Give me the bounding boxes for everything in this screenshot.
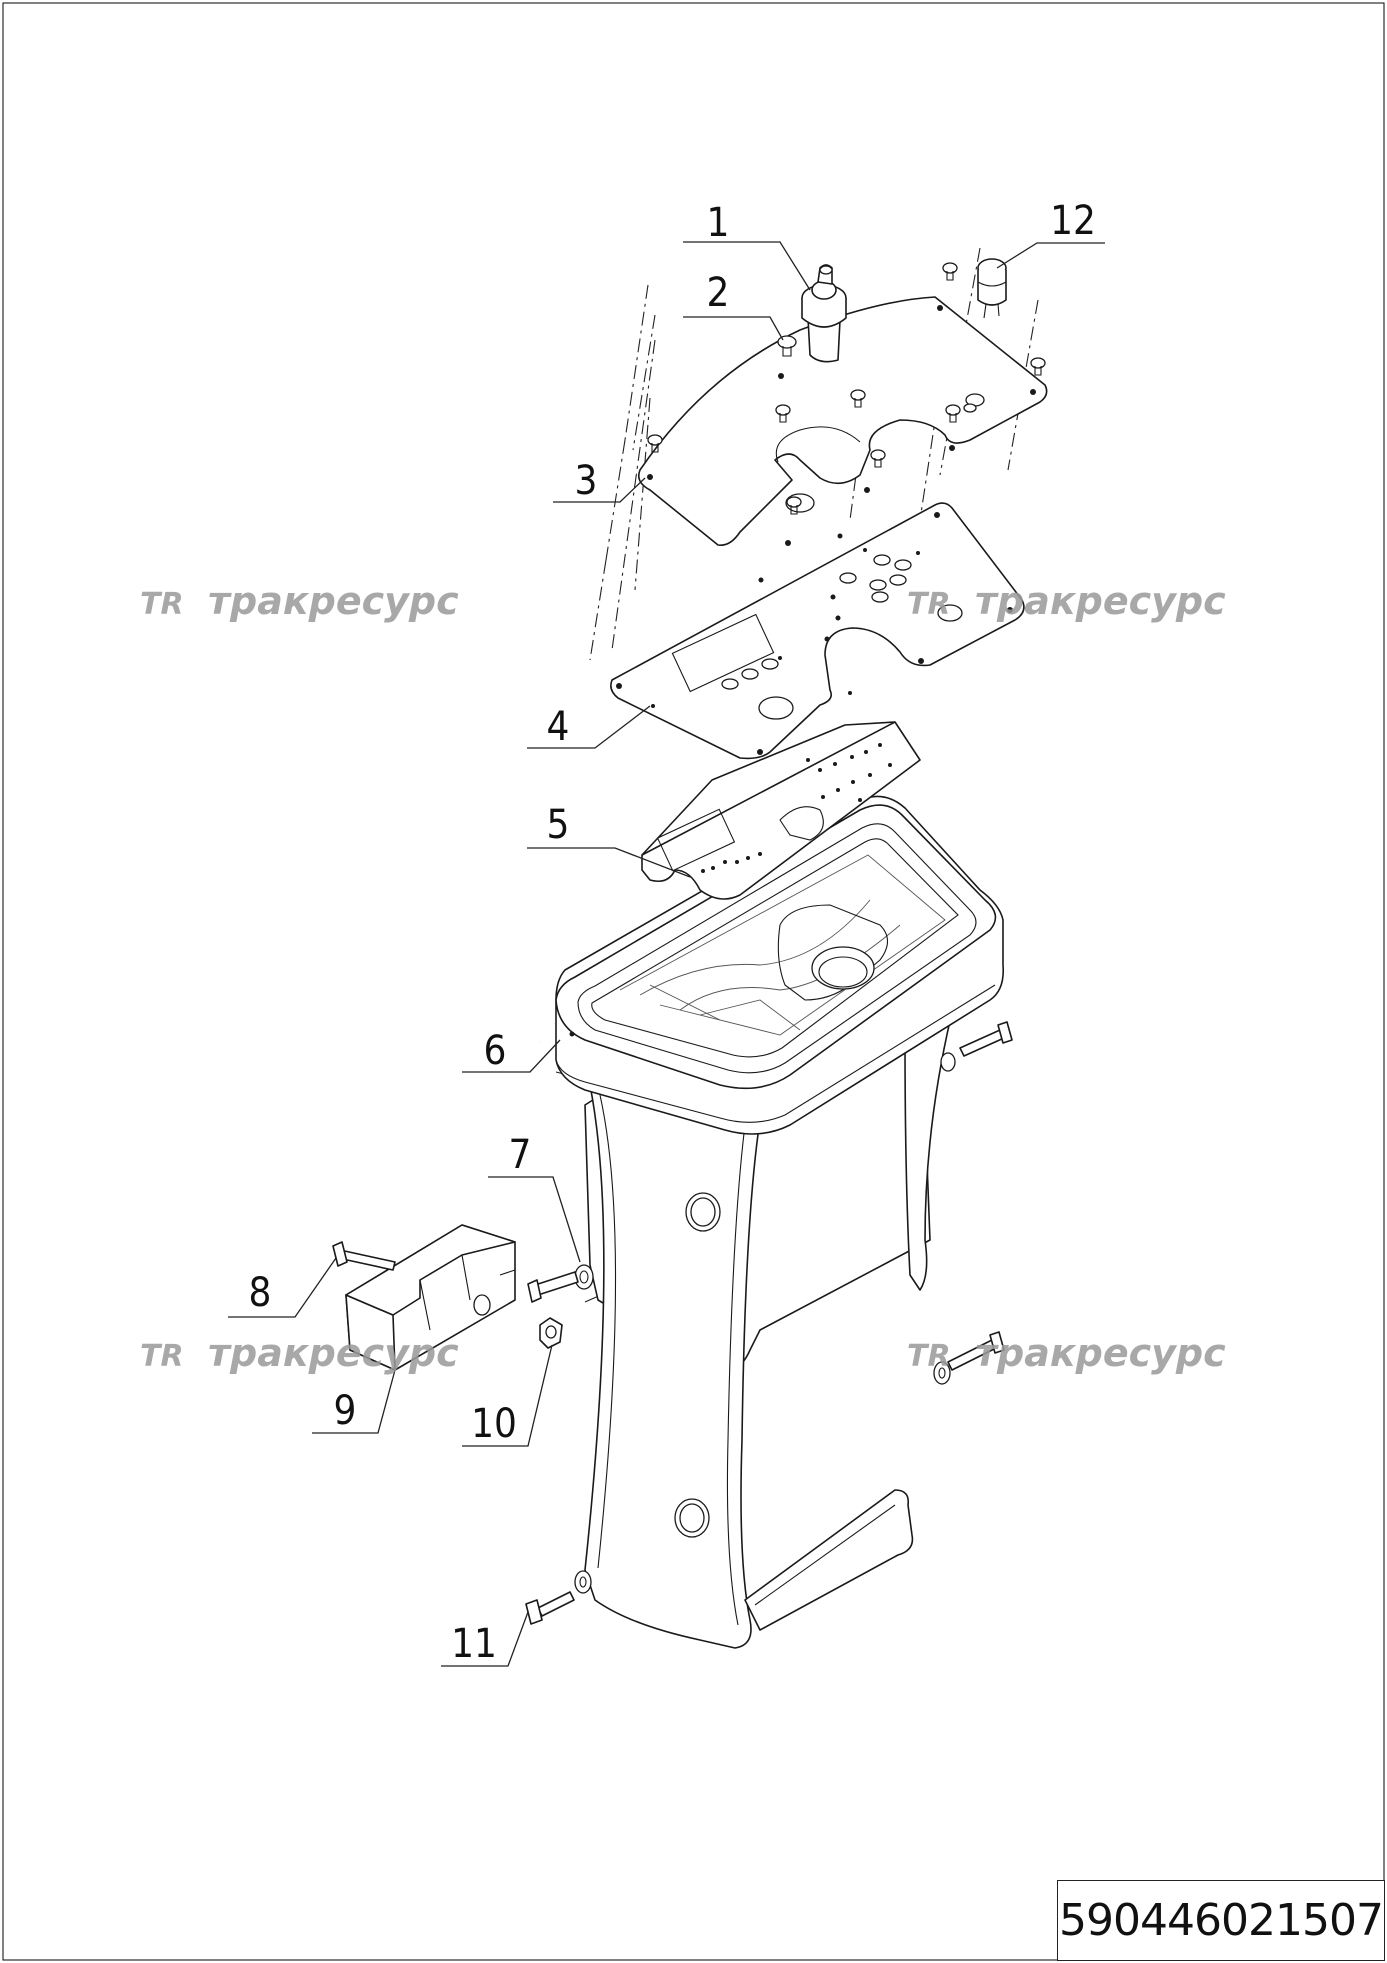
bracket-block	[345, 1224, 516, 1371]
callout-7: 7	[509, 1132, 532, 1178]
svg-text:TR: TR	[907, 587, 951, 622]
gasket-film	[641, 721, 921, 900]
callout-5: 5	[547, 802, 570, 848]
ignition-switch	[801, 264, 847, 363]
upper-plate	[637, 296, 1048, 547]
console-body	[555, 795, 1005, 1649]
svg-text:TR: TR	[140, 587, 184, 622]
callout-10: 10	[471, 1401, 517, 1447]
svg-text:тракресурс: тракресурс	[208, 1331, 459, 1375]
callout-4: 4	[547, 704, 570, 750]
watermark-bottom-left: TR тракресурс	[140, 1331, 459, 1375]
callout-3: 3	[575, 458, 598, 504]
leader-lines	[228, 241, 1105, 1667]
callout-9: 9	[334, 1388, 357, 1434]
svg-text:тракресурс: тракресурс	[208, 579, 459, 623]
svg-text:TR: TR	[140, 1339, 184, 1374]
callout-6: 6	[484, 1028, 507, 1074]
bolt-11	[525, 1570, 592, 1625]
watermark-top-right: TR тракресурс	[907, 579, 1226, 623]
watermark-bottom-right: TR тракресурс	[907, 1331, 1226, 1375]
part-number-box: 590446021507	[1057, 1880, 1385, 1961]
callout-8: 8	[249, 1270, 272, 1316]
svg-text:тракресурс: тракресурс	[975, 1331, 1226, 1375]
push-button	[977, 258, 1007, 319]
svg-text:тракресурс: тракресурс	[975, 579, 1226, 623]
callout-1: 1	[707, 200, 730, 246]
washer-7	[527, 1264, 594, 1303]
bolt-right-upper	[940, 1021, 1013, 1072]
bolt-right-lower	[933, 1331, 1005, 1385]
svg-text:TR: TR	[907, 1339, 951, 1374]
lower-panel	[610, 502, 1025, 760]
callout-11: 11	[451, 1621, 497, 1667]
watermark-top-left: TR тракресурс	[140, 579, 459, 623]
callouts: 1 2 3 4 5 6 7 8 9 10 11 12	[249, 198, 1096, 1667]
nut-10	[539, 1317, 563, 1349]
callout-2: 2	[707, 270, 730, 316]
upper-screws	[647, 262, 1046, 515]
callout-12: 12	[1050, 198, 1096, 244]
bolt-8	[332, 1241, 396, 1271]
